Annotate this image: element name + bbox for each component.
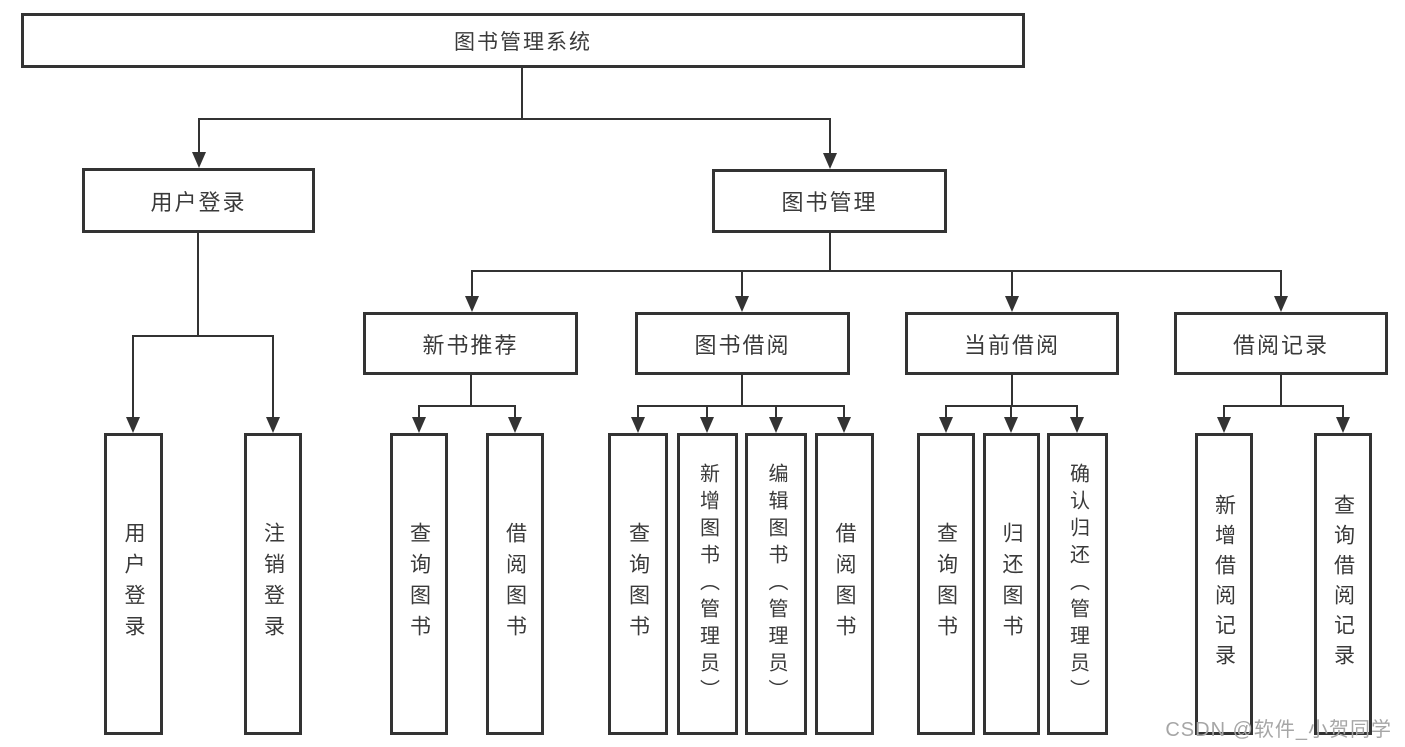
leaf-bb-query-books: 查询图书 [608,433,668,735]
connector-to-leaf-login [132,335,134,417]
arrowhead-current-borrow [1005,296,1019,312]
connector-nbr-leaf1 [418,405,420,417]
leaf-user-login: 用户登录 [104,433,163,735]
connector-book-borrow-stem [741,375,743,405]
connector-book-mgmt-crossbar [471,270,1282,272]
arrowhead-new-book-rec [465,296,479,312]
node-user-login: 用户登录 [82,168,315,233]
connector-user-login-stem [197,233,199,335]
connector-new-book-rec-stem [470,375,472,405]
connector-cb-leaf1 [945,405,947,417]
connector-to-book-borrow [741,270,743,296]
connector-br-leaf1 [1223,405,1225,417]
arrowhead-book-borrow [735,296,749,312]
leaf-cb-confirm-return-admin: 确认归还（管理员） [1047,433,1108,735]
connector-cb-leaf2 [1010,405,1012,417]
arrowhead-bb-leaf4 [837,417,851,433]
leaf-nbr-query-books: 查询图书 [390,433,448,735]
arrowhead-cb-leaf3 [1070,417,1084,433]
arrowhead-nbr-leaf2 [508,417,522,433]
connector-to-current-borrow [1011,270,1013,296]
node-root-system: 图书管理系统 [21,13,1025,68]
connector-borrow-record-crossbar [1223,405,1344,407]
arrowhead-cb-leaf2 [1004,417,1018,433]
arrowhead-borrow-record [1274,296,1288,312]
connector-new-book-rec-crossbar [418,405,516,407]
leaf-bb-edit-books-admin: 编辑图书（管理员） [745,433,807,735]
leaf-cb-query-books: 查询图书 [917,433,975,735]
node-new-book-rec: 新书推荐 [363,312,578,375]
arrowhead-bb-leaf2 [700,417,714,433]
node-book-borrow: 图书借阅 [635,312,850,375]
node-current-borrow: 当前借阅 [905,312,1119,375]
arrowhead-bb-leaf1 [631,417,645,433]
connector-nbr-leaf2 [514,405,516,417]
connector-current-borrow-stem [1011,375,1013,405]
connector-book-borrow-crossbar [637,405,845,407]
connector-bb-leaf4 [843,405,845,417]
arrowhead-nbr-leaf1 [412,417,426,433]
arrowhead-user-login [192,152,206,168]
csdn-watermark: CSDN @软件_小贺同学 [1165,719,1392,741]
arrowhead-leaf-login [126,417,140,433]
leaf-br-add-record: 新增借阅记录 [1195,433,1253,735]
leaf-br-query-record: 查询借阅记录 [1314,433,1372,735]
arrowhead-leaf-logout [266,417,280,433]
leaf-nbr-borrow-books: 借阅图书 [486,433,544,735]
node-borrow-record: 借阅记录 [1174,312,1388,375]
leaf-bb-borrow-books: 借阅图书 [815,433,874,735]
connector-to-new-book-rec [471,270,473,296]
connector-br-leaf2 [1342,405,1344,417]
connector-borrow-record-stem [1280,375,1282,405]
connector-to-leaf-logout [272,335,274,417]
arrowhead-bb-leaf3 [769,417,783,433]
arrowhead-cb-leaf1 [939,417,953,433]
connector-root-crossbar [198,118,831,120]
arrowhead-br-leaf2 [1336,417,1350,433]
connector-root-stem [521,68,523,118]
connector-bb-leaf3 [775,405,777,417]
connector-bb-leaf2 [706,405,708,417]
connector-bb-leaf1 [637,405,639,417]
connector-book-mgmt-stem [829,233,831,270]
connector-to-user-login [198,118,200,153]
leaf-logout: 注销登录 [244,433,302,735]
connector-user-login-crossbar [132,335,274,337]
arrowhead-book-mgmt [823,153,837,169]
leaf-bb-add-books-admin: 新增图书（管理员） [677,433,738,735]
node-book-mgmt: 图书管理 [712,169,947,233]
connector-to-borrow-record [1280,270,1282,296]
leaf-cb-return-books: 归还图书 [983,433,1040,735]
arrowhead-br-leaf1 [1217,417,1231,433]
connector-to-book-mgmt [829,118,831,154]
connector-cb-leaf3 [1076,405,1078,417]
